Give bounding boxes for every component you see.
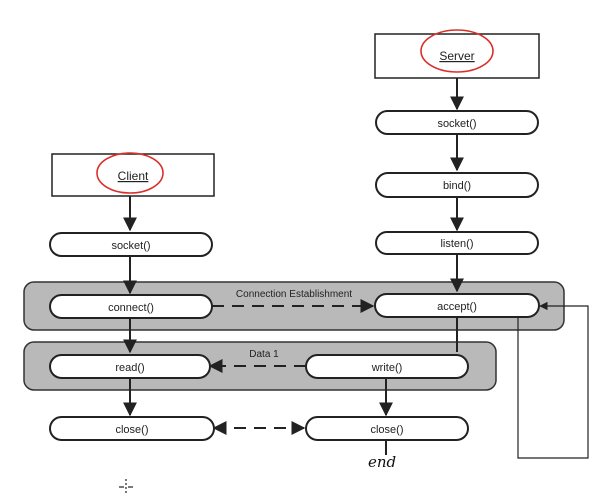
- client-connect-label: connect(): [108, 302, 154, 314]
- data-band-label: Data 1: [249, 349, 279, 360]
- client-header-label: Client: [118, 169, 149, 183]
- server-bind-node: [375, 172, 539, 198]
- client-socket-label: socket(): [111, 240, 150, 252]
- server-close-label: close(): [370, 424, 403, 436]
- client-connect-node: [49, 294, 213, 319]
- server-highlight-circle: [420, 29, 494, 73]
- server-write-node: [305, 354, 469, 379]
- server-accept-label: accept(): [437, 301, 477, 313]
- server-header-box: [374, 33, 540, 79]
- accept-loop-back-arrow: [517, 301, 589, 459]
- server-accept-node: [374, 293, 540, 318]
- server-header-label: Server: [439, 49, 474, 63]
- server-listen-node: [375, 231, 539, 255]
- client-close-label: close(): [115, 424, 148, 436]
- client-highlight-circle: [96, 152, 164, 194]
- server-close-node: [305, 416, 469, 441]
- cursor-crosshair-icon: [119, 479, 133, 495]
- server-bind-label: bind(): [443, 180, 471, 192]
- server-listen-label: listen(): [440, 238, 473, 250]
- server-write-label: write(): [371, 362, 403, 374]
- client-read-node: [49, 354, 211, 379]
- client-read-label: read(): [115, 362, 144, 374]
- client-socket-node: [49, 232, 213, 257]
- client-header-box: [51, 153, 215, 197]
- client-close-node: [49, 416, 215, 441]
- connection-establishment-label: Connection Establishment: [236, 289, 352, 300]
- server-socket-node: [375, 110, 539, 135]
- server-socket-label: socket(): [437, 118, 476, 130]
- end-annotation: end: [368, 453, 396, 471]
